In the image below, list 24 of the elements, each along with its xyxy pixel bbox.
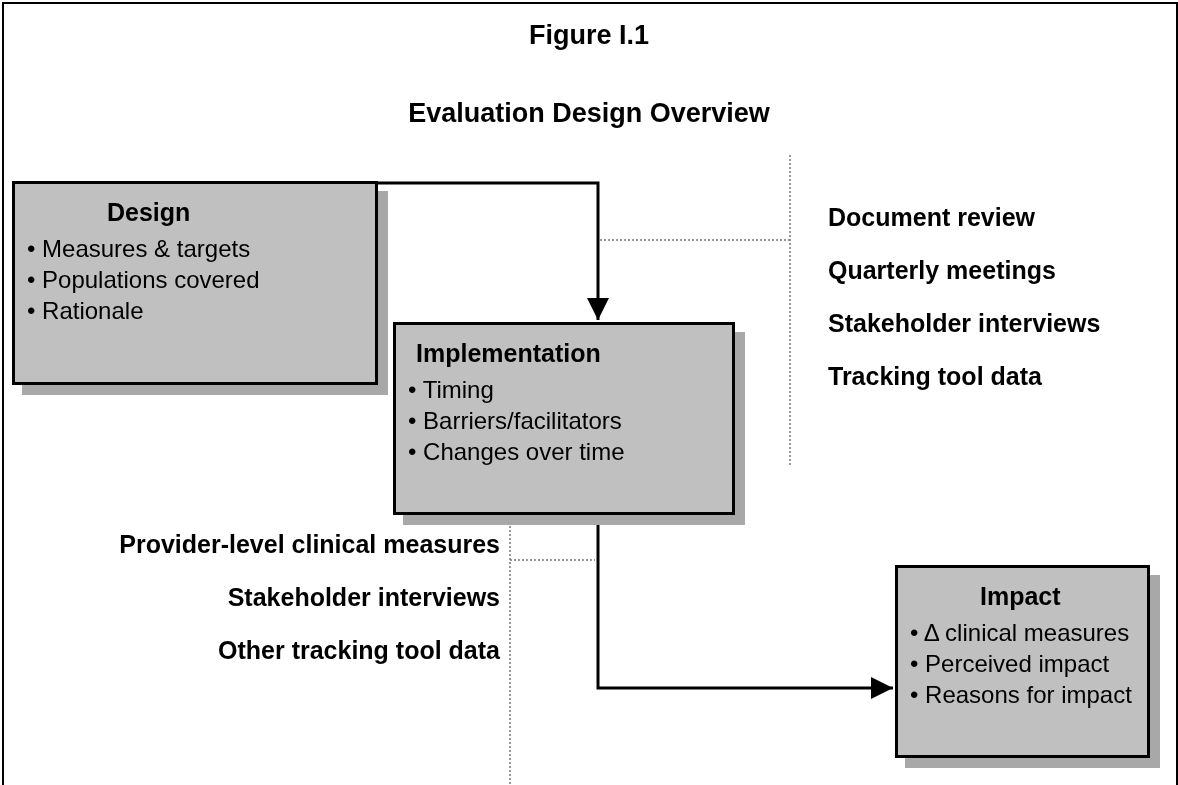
data-source-label: Stakeholder interviews [226, 583, 500, 612]
arrow [378, 181, 609, 320]
bullet-item: • Changes over time [408, 437, 626, 467]
data-source-label: Provider-level clinical measures [118, 530, 500, 559]
data-source-label: Document review [828, 203, 1036, 232]
data-source-label: Stakeholder interviews [828, 309, 1102, 338]
bullet-item: • Reasons for impact [910, 680, 1133, 710]
diagram-heading: Evaluation Design Overview [407, 98, 771, 129]
figure-title: Figure I.1 [528, 20, 650, 51]
data-source-label: Other tracking tool data [217, 636, 500, 665]
data-source-label: Tracking tool data [828, 362, 1043, 391]
bullet-item: • Populations covered [27, 265, 261, 295]
box-heading: Design [107, 198, 192, 227]
box-heading: Impact [980, 582, 1062, 611]
leader-line [599, 239, 791, 241]
bullet-item: • Timing [408, 375, 495, 405]
bullet-item: • Perceived impact [910, 649, 1111, 679]
bullet-item: • Δ clinical measures [910, 618, 1131, 648]
bullet-item: • Rationale [27, 296, 145, 326]
bullet-item: • Measures & targets [27, 234, 252, 264]
box-heading: Implementation [416, 339, 602, 368]
bullet-item: • Barriers/facilitators [408, 406, 623, 436]
data-source-label: Quarterly meetings [828, 256, 1057, 285]
leader-line [509, 559, 596, 561]
